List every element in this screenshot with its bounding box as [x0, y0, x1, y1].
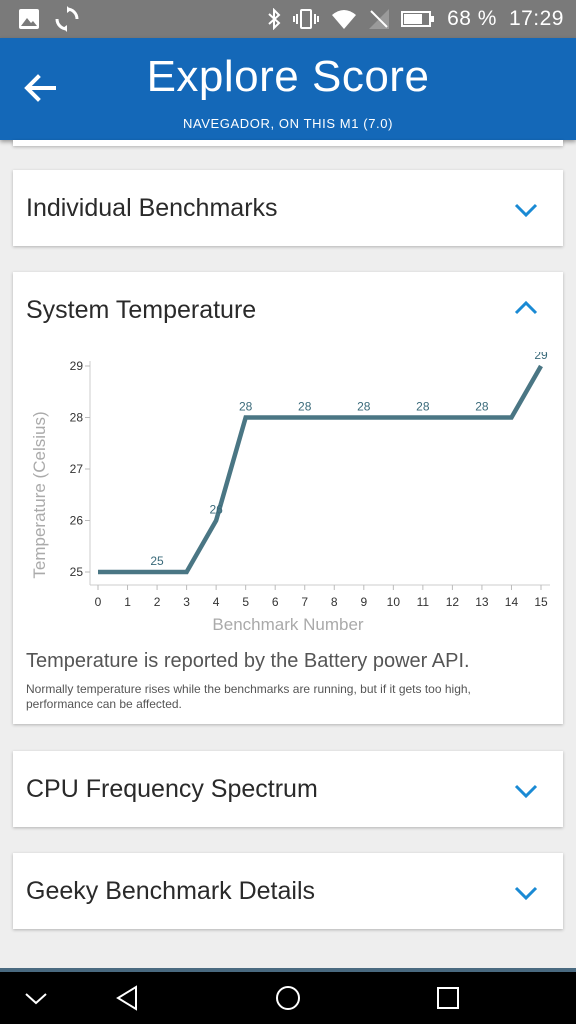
bluetooth-icon	[268, 8, 281, 30]
temperature-caption: Temperature is reported by the Battery p…	[26, 650, 470, 672]
y-tick-label: 27	[70, 462, 84, 476]
x-tick-label: 12	[446, 595, 460, 609]
page-title: Explore Score	[146, 52, 430, 101]
x-axis-label: Benchmark Number	[212, 615, 364, 634]
back-arrow-icon[interactable]	[22, 70, 58, 106]
x-tick-label: 5	[242, 595, 249, 609]
y-tick-label: 29	[70, 359, 84, 373]
x-tick-label: 7	[301, 595, 308, 609]
chevron-up-icon[interactable]	[513, 298, 539, 318]
y-tick-label: 26	[70, 514, 84, 528]
temperature-series-line	[98, 364, 543, 575]
wifi-icon	[332, 10, 357, 29]
data-label: 28	[239, 400, 253, 414]
data-label: 28	[357, 400, 371, 414]
y-tick-label: 28	[70, 411, 84, 425]
y-axis-label: Temperature (Celsius)	[30, 411, 49, 578]
recents-square-icon[interactable]	[434, 984, 462, 1012]
cpu-frequency-card[interactable]: CPU Frequency Spectrum	[13, 751, 563, 827]
x-tick-label: 3	[183, 595, 190, 609]
x-tick-label: 14	[505, 595, 519, 609]
chevron-down-icon[interactable]	[513, 781, 539, 801]
battery-percent: 68 %	[447, 7, 497, 30]
data-label: 26	[209, 503, 223, 517]
x-tick-label: 11	[417, 595, 430, 609]
x-tick-label: 4	[213, 595, 220, 609]
page-subtitle: NAVEGADOR, ON THIS M1 (7.0)	[182, 116, 394, 131]
status-bar: 68 % 17:29	[0, 0, 576, 38]
x-tick-label: 2	[154, 595, 161, 609]
image-icon	[19, 9, 39, 29]
previous-card-edge	[13, 140, 563, 146]
data-label: 29	[534, 352, 548, 362]
bottom-divider	[0, 968, 576, 972]
individual-benchmarks-title: Individual Benchmarks	[26, 194, 278, 222]
x-tick-label: 8	[331, 595, 338, 609]
data-label: 28	[298, 400, 312, 414]
geeky-details-title: Geeky Benchmark Details	[26, 877, 316, 905]
system-nav-bar	[0, 972, 576, 1024]
data-label: 25	[150, 554, 164, 568]
x-tick-label: 15	[534, 595, 548, 609]
x-tick-label: 0	[95, 595, 102, 609]
x-tick-label: 9	[360, 595, 367, 609]
back-triangle-icon[interactable]	[114, 984, 142, 1012]
chevron-down-icon[interactable]	[22, 984, 50, 1012]
x-tick-label: 10	[387, 595, 401, 609]
x-tick-label: 13	[475, 595, 489, 609]
geeky-details-card[interactable]: Geeky Benchmark Details	[13, 853, 563, 929]
no-signal-icon	[369, 9, 390, 29]
app-bar: Explore Score NAVEGADOR, ON THIS M1 (7.0…	[0, 38, 576, 140]
home-circle-icon[interactable]	[274, 984, 302, 1012]
data-label: 28	[416, 400, 430, 414]
individual-benchmarks-card[interactable]: Individual Benchmarks	[13, 170, 563, 246]
clock: 17:29	[508, 7, 564, 30]
sync-icon	[55, 6, 79, 32]
cpu-frequency-title: CPU Frequency Spectrum	[26, 775, 318, 803]
battery-icon	[401, 11, 435, 27]
vibrate-icon	[293, 9, 320, 29]
y-tick-label: 25	[70, 565, 84, 579]
system-temperature-title: System Temperature	[26, 296, 257, 324]
data-label: 28	[475, 400, 489, 414]
x-tick-label: 1	[124, 595, 131, 609]
x-tick-label: 6	[272, 595, 279, 609]
chevron-down-icon[interactable]	[513, 883, 539, 903]
temperature-note: Normally temperature rises while the ben…	[26, 682, 471, 711]
chevron-down-icon[interactable]	[513, 200, 539, 220]
